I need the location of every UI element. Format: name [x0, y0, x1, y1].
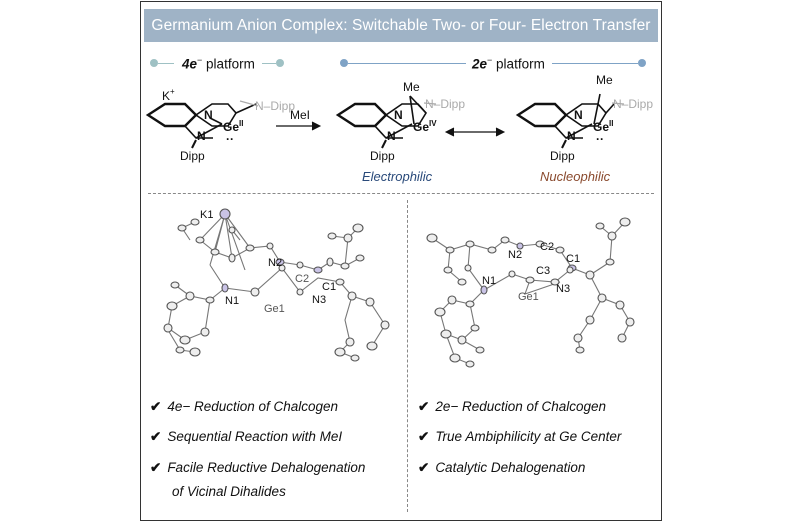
- cl-c1: C1: [322, 281, 336, 293]
- cl-n2: N2: [268, 257, 282, 269]
- bullet-left-3-cont: of Vicinal Dihalides: [172, 484, 286, 499]
- platform-2e-value: 2e: [472, 56, 488, 72]
- m2-n-amide: N: [387, 129, 396, 143]
- bullet-right-1-text: 2e− Reduction of Chalcogen: [435, 399, 607, 414]
- figure-frame: [140, 1, 662, 521]
- m3-lone-pair: ··: [596, 132, 604, 146]
- platform-2e-sup: −: [487, 55, 493, 65]
- bullet-right-2-text: True Ambiphilicity at Ge Center: [435, 429, 622, 444]
- cl-n1: N1: [225, 295, 239, 307]
- cr-ge1: Ge1: [518, 291, 539, 303]
- platform-4e-suffix: platform: [202, 56, 255, 72]
- check-icon: ✔: [418, 399, 430, 414]
- cr-c2: C2: [540, 241, 554, 253]
- potassium-label: K+: [162, 87, 175, 103]
- m3-n-dipp: N–Dipp: [613, 97, 653, 111]
- platform-4e-sup: −: [197, 55, 203, 65]
- molecule-electrophilic-skeleton: [335, 95, 427, 139]
- cr-c3: C3: [536, 265, 550, 277]
- cl-ge1: Ge1: [264, 303, 285, 315]
- crystal-structure-left: [163, 208, 390, 362]
- m3-n-ring: N: [574, 108, 583, 122]
- cl-k1: K1: [200, 209, 213, 221]
- m1-n-ring: N: [204, 108, 213, 122]
- m3-n-amide: N: [567, 129, 576, 143]
- m2-n-ring: N: [394, 108, 403, 122]
- nucleophilic-tag: Nucleophilic: [540, 169, 611, 184]
- check-icon: ✔: [150, 399, 162, 414]
- molecule-nucleophilic-skeleton: [515, 93, 615, 139]
- platform-2e-label: 2e− platform: [472, 55, 545, 72]
- bullet-right-3: ✔ Catalytic Dehalogenation: [418, 460, 585, 476]
- platform-4e-value: 4e: [182, 56, 198, 72]
- m2-n-dipp: N–Dipp: [425, 97, 465, 111]
- platform-left-line-a: [158, 63, 174, 64]
- m2-dipp: Dipp: [370, 149, 395, 163]
- bullet-left-1-text: 4e− Reduction of Chalcogen: [167, 399, 339, 414]
- bullet-left-1: ✔ 4e− Reduction of Chalcogen: [150, 399, 338, 415]
- m3-ge: GeII: [593, 119, 613, 134]
- platform-left-dot-end: [276, 59, 284, 67]
- bullet-left-3-cont-text: of Vicinal Dihalides: [172, 484, 286, 499]
- m1-ge: GeII: [223, 119, 243, 134]
- m1-n-amide: N: [197, 129, 206, 143]
- bullet-left-2: ✔ Sequential Reaction with MeI: [150, 429, 342, 445]
- platform-right-line-a: [348, 63, 466, 64]
- check-icon: ✔: [418, 429, 430, 444]
- check-icon: ✔: [150, 460, 162, 475]
- bullet-right-1: ✔ 2e− Reduction of Chalcogen: [418, 399, 606, 415]
- platform-4e-label: 4e− platform: [182, 55, 255, 72]
- platform-right-dot-end: [638, 59, 646, 67]
- cr-c1: C1: [566, 253, 580, 265]
- platform-left-dot-start: [150, 59, 158, 67]
- bullet-right-3-text: Catalytic Dehalogenation: [435, 460, 586, 475]
- m3-dipp: Dipp: [550, 149, 575, 163]
- m2-ge: GeIV: [413, 119, 437, 134]
- bullet-right-2: ✔ True Ambiphilicity at Ge Center: [418, 429, 621, 445]
- platform-right-line-b: [552, 63, 638, 64]
- vertical-divider: [407, 200, 408, 512]
- cl-n3: N3: [312, 294, 326, 306]
- cr-n3: N3: [556, 283, 570, 295]
- m1-n-dipp: N–Dipp: [255, 99, 295, 113]
- figure-title: Germanium Anion Complex: Switchable Two-…: [151, 16, 651, 34]
- bullet-left-3-text: Facile Reductive Dehalogenation: [167, 460, 366, 475]
- m1-dipp: Dipp: [180, 149, 205, 163]
- cl-c2: C2: [295, 273, 309, 285]
- figure-title-banner: Germanium Anion Complex: Switchable Two-…: [144, 9, 658, 42]
- m3-me: Me: [596, 73, 613, 87]
- bullet-left-2-text: Sequential Reaction with MeI: [167, 429, 343, 444]
- bullet-left-3: ✔ Facile Reductive Dehalogenation: [150, 460, 365, 476]
- check-icon: ✔: [150, 429, 162, 444]
- crystal-structure-right: [426, 217, 635, 368]
- reagent-mei: MeI: [290, 108, 310, 122]
- horizontal-divider: [148, 193, 654, 194]
- m1-lone-pair: ··: [226, 132, 234, 146]
- cr-n1: N1: [482, 275, 496, 287]
- electrophilic-tag: Electrophilic: [362, 169, 433, 184]
- platform-right-dot-start: [340, 59, 348, 67]
- platform-left-line-b: [262, 63, 276, 64]
- molecule-4e-skeleton: [145, 102, 257, 139]
- cr-n2: N2: [508, 249, 522, 261]
- platform-2e-suffix: platform: [492, 56, 545, 72]
- m2-me: Me: [403, 80, 420, 94]
- check-icon: ✔: [418, 460, 430, 475]
